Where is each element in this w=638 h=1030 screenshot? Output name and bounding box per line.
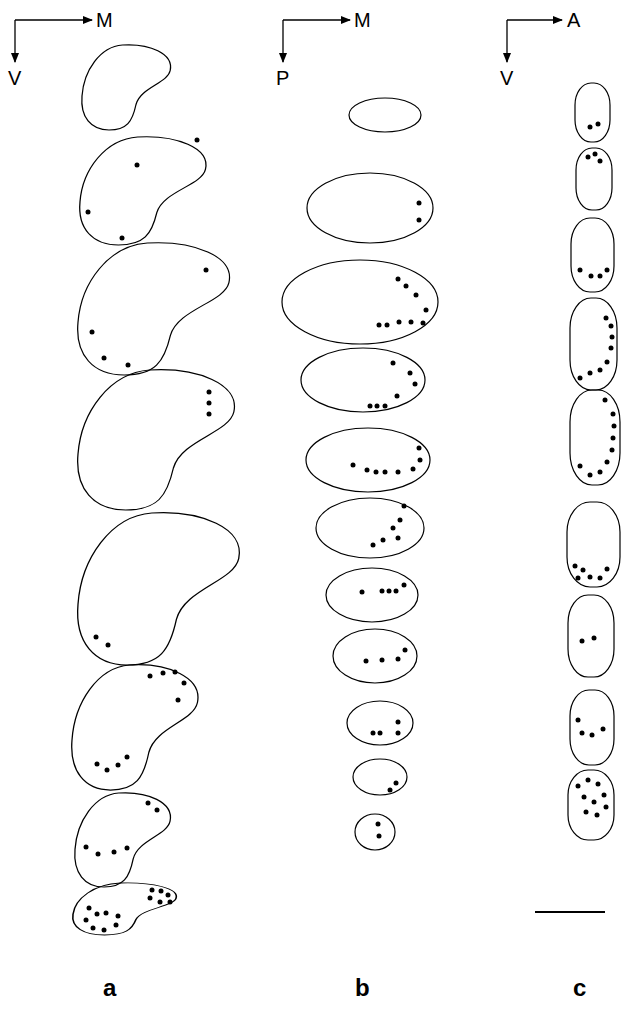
axis-label: M: [354, 10, 371, 30]
section-outlines-a: [72, 45, 240, 935]
scale-bar: [535, 911, 605, 913]
axis-label: M: [96, 10, 113, 30]
section-outlines-b: [282, 98, 438, 850]
panel-letter: b: [355, 976, 370, 1000]
panel-letter: a: [103, 976, 116, 1000]
axis-label: V: [500, 68, 513, 88]
axis-label: P: [276, 68, 289, 88]
panel-letter: c: [573, 976, 586, 1000]
axis-label: V: [8, 68, 21, 88]
section-outlines-c: [567, 83, 620, 840]
labelled-cells: [84, 122, 617, 933]
axis-label: A: [567, 10, 580, 30]
